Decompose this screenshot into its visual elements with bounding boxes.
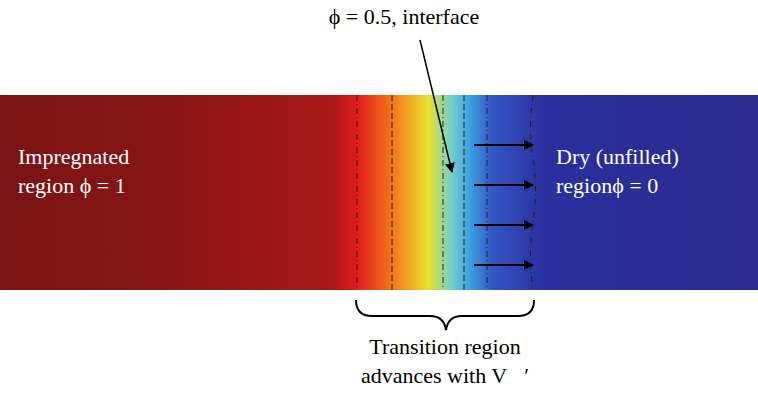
transition-label: Transition region advances with V⃗′: [345, 333, 545, 390]
bracket: [356, 300, 534, 330]
region-label: Impregnated region ϕ = 1: [18, 143, 168, 200]
leader-arrow: [420, 40, 452, 172]
velocity-arrows: [474, 145, 533, 265]
interface-label: ϕ = 0.5, interface: [254, 3, 554, 32]
contour-lines: [357, 95, 536, 290]
porous-band: [0, 95, 758, 290]
region-label: Dry (unfilled) regionϕ = 0: [556, 143, 726, 200]
